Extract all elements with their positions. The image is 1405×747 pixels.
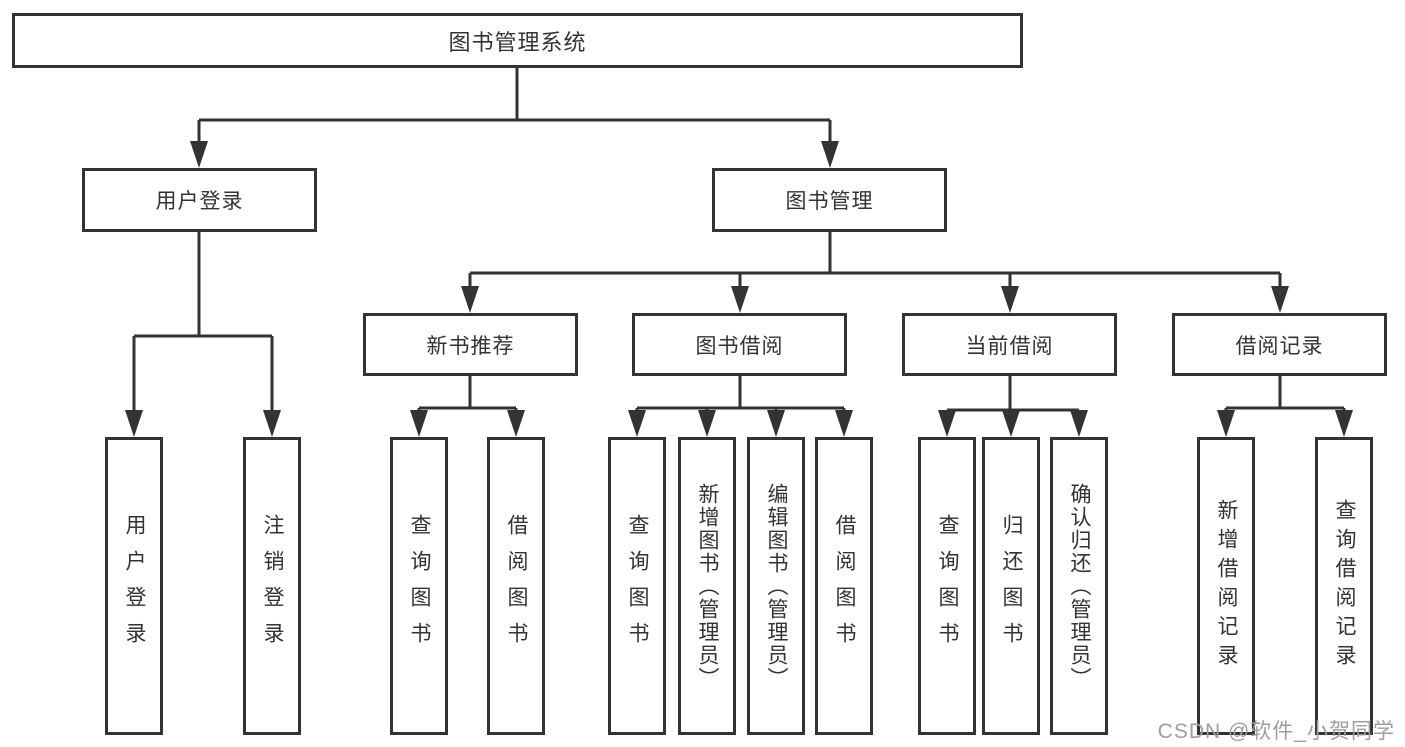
- leaf-label: 用户登录: [123, 514, 146, 658]
- node-book-borrow: 图书借阅: [632, 313, 847, 376]
- leaf-user-login: 用户登录: [105, 437, 163, 735]
- leaf-logout: 注销登录: [243, 437, 301, 735]
- node-label: 图书借阅: [695, 334, 784, 358]
- leaf-label: 编辑图书（管理员）: [765, 482, 788, 690]
- leaf-label: 新增图书（管理员）: [696, 482, 719, 690]
- node-library-system: 图书管理系统: [12, 13, 1023, 68]
- node-label: 当前借阅: [965, 334, 1054, 358]
- node-current-borrow: 当前借阅: [902, 313, 1117, 376]
- node-book-management: 图书管理: [712, 168, 947, 232]
- leaf-return-books: 归还图书: [982, 437, 1040, 735]
- csdn-watermark: CSDN @软件_小贺同学: [1157, 720, 1395, 743]
- leaf-add-books-admin: 新增图书（管理员）: [678, 437, 736, 735]
- leaf-edit-books-admin: 编辑图书（管理员）: [747, 437, 805, 735]
- leaf-label: 注销登录: [261, 514, 284, 658]
- leaf-query-books-recommend: 查询图书: [390, 437, 448, 735]
- leaf-label: 查询图书: [626, 514, 649, 658]
- node-label: 新书推荐: [426, 334, 515, 358]
- node-user-login: 用户登录: [82, 168, 317, 232]
- leaf-label: 确认归还（管理员）: [1068, 482, 1091, 690]
- leaf-label: 借阅图书: [505, 514, 528, 658]
- node-label: 借阅记录: [1235, 334, 1324, 358]
- leaf-confirm-return-admin: 确认归还（管理员）: [1050, 437, 1108, 735]
- node-borrow-records: 借阅记录: [1172, 313, 1387, 376]
- leaf-label: 新增借阅记录: [1215, 499, 1238, 673]
- leaf-label: 查询图书: [408, 514, 431, 658]
- leaf-query-borrow-record: 查询借阅记录: [1315, 437, 1373, 735]
- leaf-borrow-books: 借阅图书: [815, 437, 873, 735]
- node-label: 图书管理: [785, 190, 874, 213]
- leaf-label: 归还图书: [1000, 514, 1023, 658]
- leaf-label: 查询图书: [936, 514, 959, 658]
- node-label: 用户登录: [155, 190, 244, 213]
- leaf-label: 借阅图书: [833, 514, 856, 658]
- leaf-label: 查询借阅记录: [1333, 499, 1356, 673]
- node-new-book-recommend: 新书推荐: [363, 313, 578, 376]
- leaf-query-books-current: 查询图书: [918, 437, 976, 735]
- leaf-query-books-borrow: 查询图书: [608, 437, 666, 735]
- node-label: 图书管理系统: [448, 29, 587, 55]
- leaf-add-borrow-record: 新增借阅记录: [1197, 437, 1255, 735]
- leaf-borrow-books-recommend: 借阅图书: [487, 437, 545, 735]
